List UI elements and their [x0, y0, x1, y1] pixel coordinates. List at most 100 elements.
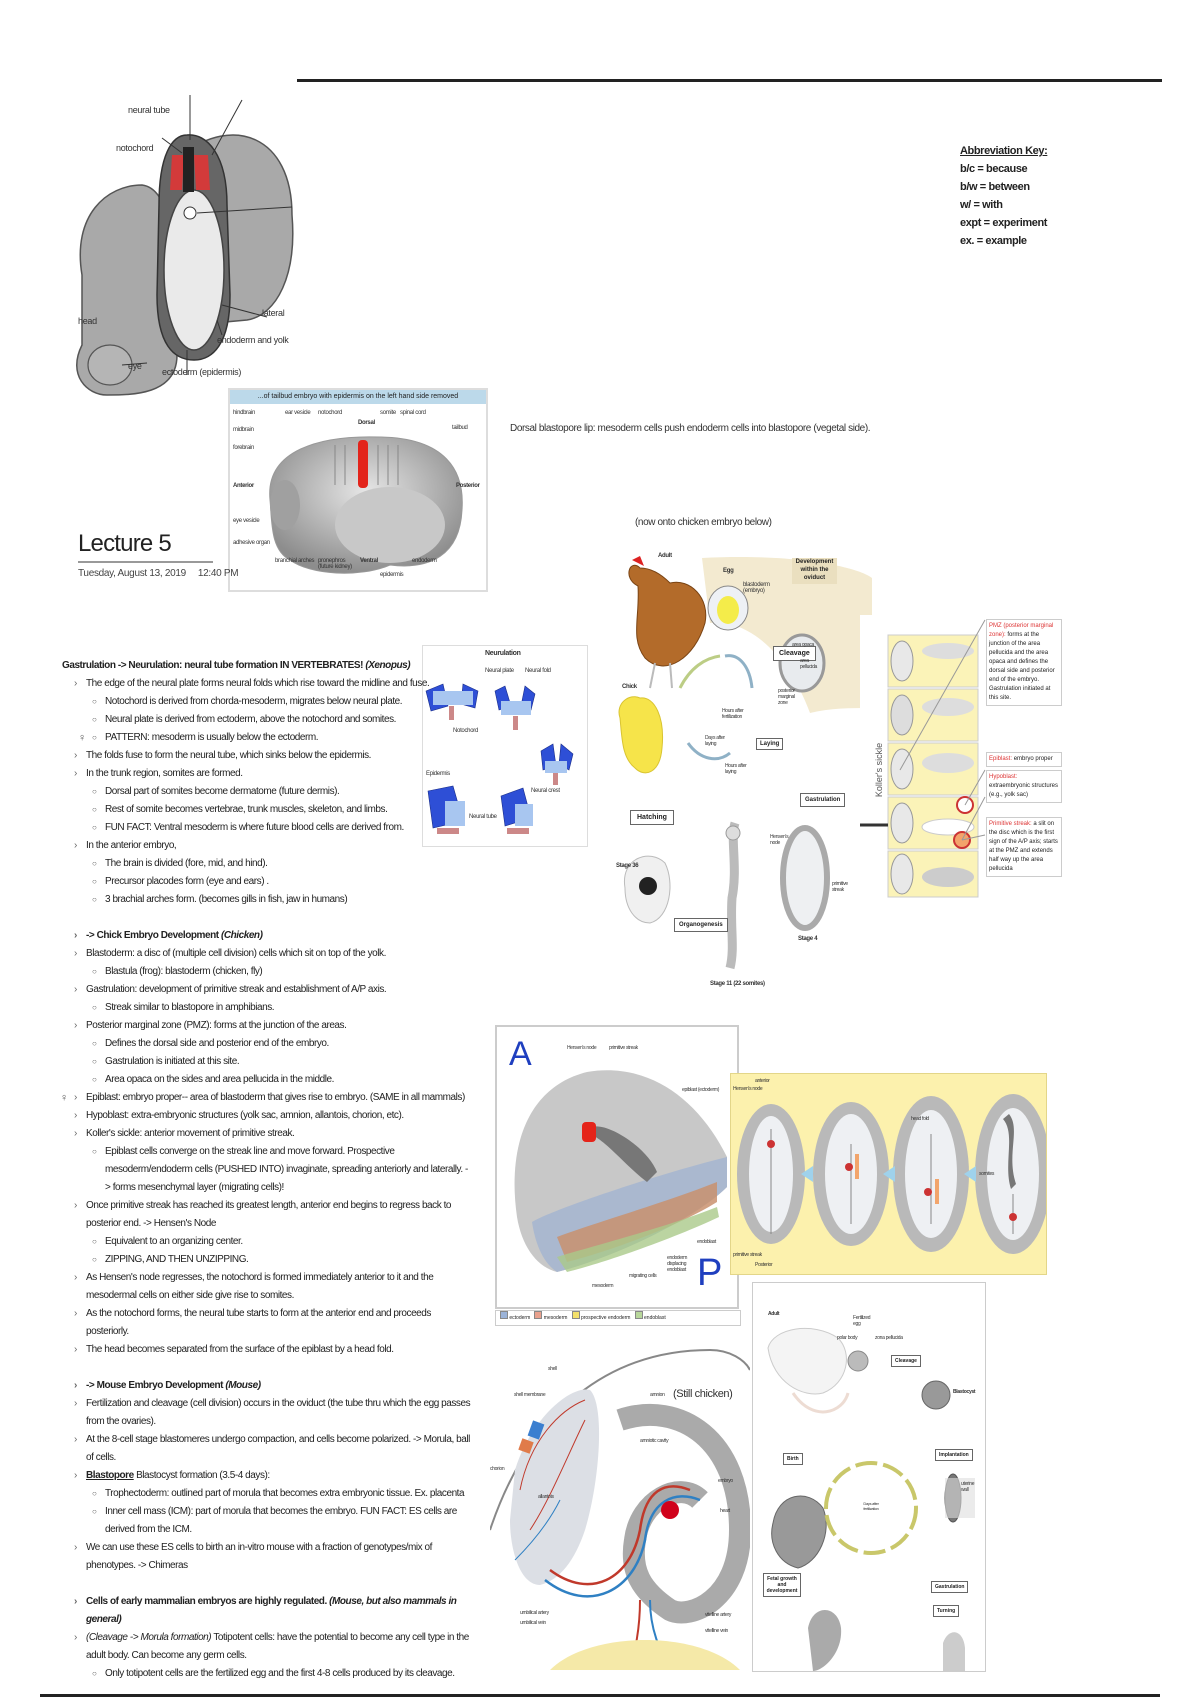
membrane-label: embryo — [718, 1478, 733, 1484]
bullet: Fertilization and cleavage (cell divisio… — [62, 1395, 472, 1431]
membrane-label: allantois — [538, 1494, 554, 1500]
note-text: Area opaca on the sides and area pelluci… — [105, 1074, 334, 1085]
abbreviation-key: Abbreviation Key: b/c = because b/w = be… — [960, 142, 1048, 250]
xenopus-label: adhesive organ — [233, 540, 270, 546]
section-heading: -> Mouse Embryo Development (Mouse) — [62, 1377, 472, 1395]
mouse-stage-fetal: Fetal growth and development — [763, 1573, 801, 1597]
abbreviation-item: w/ = with — [960, 199, 1003, 211]
koller-note-primitive-streak: Primitive streak: a slit on the disc whi… — [986, 817, 1062, 877]
abbreviation-key-heading: Abbreviation Key: — [960, 145, 1048, 157]
xenopus-label: hindbrain — [233, 410, 255, 416]
note-text: Once primitive streak has reached its gr… — [86, 1200, 452, 1229]
note-text: Blastocyst formation (3.5-4 days): — [133, 1470, 270, 1481]
chicken-label: primitive streak — [832, 881, 848, 893]
legend-swatch-ectoderm — [500, 1311, 508, 1319]
streak-3d-drawing — [514, 1070, 727, 1272]
streak-label: endoderm displacing endoblast — [667, 1255, 688, 1273]
koller-term: Primitive streak: — [989, 821, 1032, 827]
neurulation-label: Neural fold — [525, 668, 551, 674]
mouse-label: Cleavage — [895, 1358, 917, 1364]
lightbulb-icon: ♀ — [78, 732, 86, 744]
sub-bullet: Gastrulation is initiated at this site. — [62, 1053, 472, 1071]
note-text: Dorsal part of somites become dermatome … — [105, 786, 340, 797]
note-text: Rest of somite becomes vertebrae, trunk … — [105, 804, 388, 815]
section-heading: Cells of early mammalian embryos are hig… — [62, 1593, 472, 1629]
axis-a-label: A — [509, 1035, 532, 1073]
neurulation-title: Neurulation — [485, 650, 521, 657]
xenopus-figure-header: ...of tailbud embryo with epidermis on t… — [230, 390, 486, 404]
abbreviation-item: expt = experiment — [960, 217, 1048, 229]
koller-note-pmz: PMZ (posterior marginal zone): forms at … — [986, 619, 1062, 706]
figure-chick-membranes: (Still chicken) shell shell membrane cho… — [489, 1330, 752, 1671]
legend-item: endoblast — [644, 1315, 666, 1321]
note-text: FUN FACT: Ventral mesoderm is where futu… — [105, 822, 404, 833]
chicken-stage-cleavage: Cleavage — [773, 646, 816, 661]
chicken-label: Hatching — [637, 814, 667, 821]
xenopus-label: Anterior — [233, 483, 254, 489]
sub-bullet: ZIPPING, AND THEN UNZIPPING. — [62, 1251, 472, 1269]
regression-label: somites — [979, 1171, 995, 1177]
chicken-label: Cleavage — [779, 650, 810, 657]
note-text: Streak similar to blastopore in amphibia… — [105, 1002, 275, 1013]
sub-bullet: Epiblast cells converge on the streak li… — [62, 1143, 472, 1197]
lecture-notes: Gastrulation -> Neurulation: neural tube… — [60, 657, 472, 1683]
bullet: Blastoderm: a disc of (multiple cell div… — [62, 945, 472, 963]
mouse-stage-birth: Birth — [783, 1453, 803, 1465]
bullet: The edge of the neural plate forms neura… — [62, 675, 472, 693]
note-text: -> Mouse Embryo Development — [86, 1380, 226, 1391]
note-text: Epiblast cells converge on the streak li… — [105, 1146, 468, 1193]
mouse-stage-implantation: Implantation — [935, 1449, 973, 1461]
regression-label: anterior — [755, 1078, 770, 1084]
note-text: As the notochord forms, the neural tube … — [86, 1308, 431, 1337]
chick-membranes-drawing — [489, 1348, 752, 1671]
legend-item: mesoderm — [543, 1315, 568, 1321]
membrane-label: chorion — [490, 1466, 505, 1472]
note-text: Fertilization and cleavage (cell divisio… — [86, 1398, 471, 1427]
koller-side-label: Koller's sickle — [874, 743, 884, 797]
figure-primitive-streak-3d: A P Hensen's node primitive streak epibl… — [495, 1025, 739, 1309]
mouse-label: zona pellucida — [875, 1335, 903, 1341]
notes-spacer — [62, 1359, 472, 1377]
sub-bullet: Inner cell mass (ICM): part of morula th… — [62, 1503, 472, 1539]
mouse-stage-gastrulation: Gastrulation — [931, 1581, 969, 1593]
note-text: Hypoblast: extra-embryonic structures (y… — [86, 1110, 404, 1121]
label-notochord: notochord — [116, 143, 154, 153]
xenopus-label: pronephros (future kidney) — [318, 558, 352, 570]
bottom-rule — [40, 1694, 1160, 1697]
xenopus-label: ear vesicle — [285, 410, 311, 416]
label-endoderm-yolk: endoderm and yolk — [217, 335, 289, 345]
section-heading: Gastrulation -> Neurulation: neural tube… — [62, 657, 472, 675]
note-text: Blastoderm: a disc of (multiple cell div… — [86, 948, 386, 959]
sub-bullet: Streak similar to blastopore in amphibia… — [62, 999, 472, 1017]
note-text: The brain is divided (fore, mid, and hin… — [105, 858, 268, 869]
note-text: In the trunk region, somites are formed. — [86, 768, 243, 779]
note-text: -> Chick Embryo Development — [86, 930, 221, 941]
label-eye: eye — [128, 361, 142, 371]
xenopus-label: midbrain — [233, 427, 254, 433]
streak-label: Hensen's node — [567, 1045, 597, 1051]
xenopus-label: spinal cord — [400, 410, 426, 416]
label-lateral: lateral — [262, 308, 285, 318]
membrane-label: vitelline vein — [705, 1628, 729, 1634]
figure-koller-sickle: Koller's sickle PMZ (posteri — [860, 615, 1065, 905]
mouse-cycle-drawing — [767, 1327, 975, 1671]
koller-drawing — [860, 619, 986, 898]
note-text: Totipotent cells: have the potential to … — [86, 1632, 469, 1661]
mouse-stage-cleavage: Cleavage — [891, 1355, 921, 1367]
chicken-label: Days after laying — [705, 735, 725, 747]
chicken-label: Gastrulation — [805, 797, 841, 803]
note-text: Only totipotent cells are the fertilized… — [105, 1668, 455, 1679]
chicken-label: Hours after fertilization — [722, 708, 744, 720]
koller-term: Epiblast: — [989, 756, 1013, 762]
sub-bullet: Dorsal part of somites become dermatome … — [62, 783, 472, 801]
legend-item: prospective endoderm — [580, 1315, 631, 1321]
koller-text: extraembryonic structures (e.g., yolk sa… — [989, 783, 1059, 798]
xenopus-label: endoderm — [412, 558, 437, 564]
chicken-label: blastoderm (embryo) — [743, 582, 770, 594]
note-text: Gastrulation is initiated at this site. — [105, 1056, 240, 1067]
figure-xenopus-embryo: ...of tailbud embryo with epidermis on t… — [228, 388, 488, 592]
note-text: Notochord is derived from chorda-mesoder… — [105, 696, 403, 707]
note-italic: (Mouse, but also mammals in general) — [86, 1596, 457, 1625]
sub-bullet: Blastula (frog): blastoderm (chicken, fl… — [62, 963, 472, 981]
